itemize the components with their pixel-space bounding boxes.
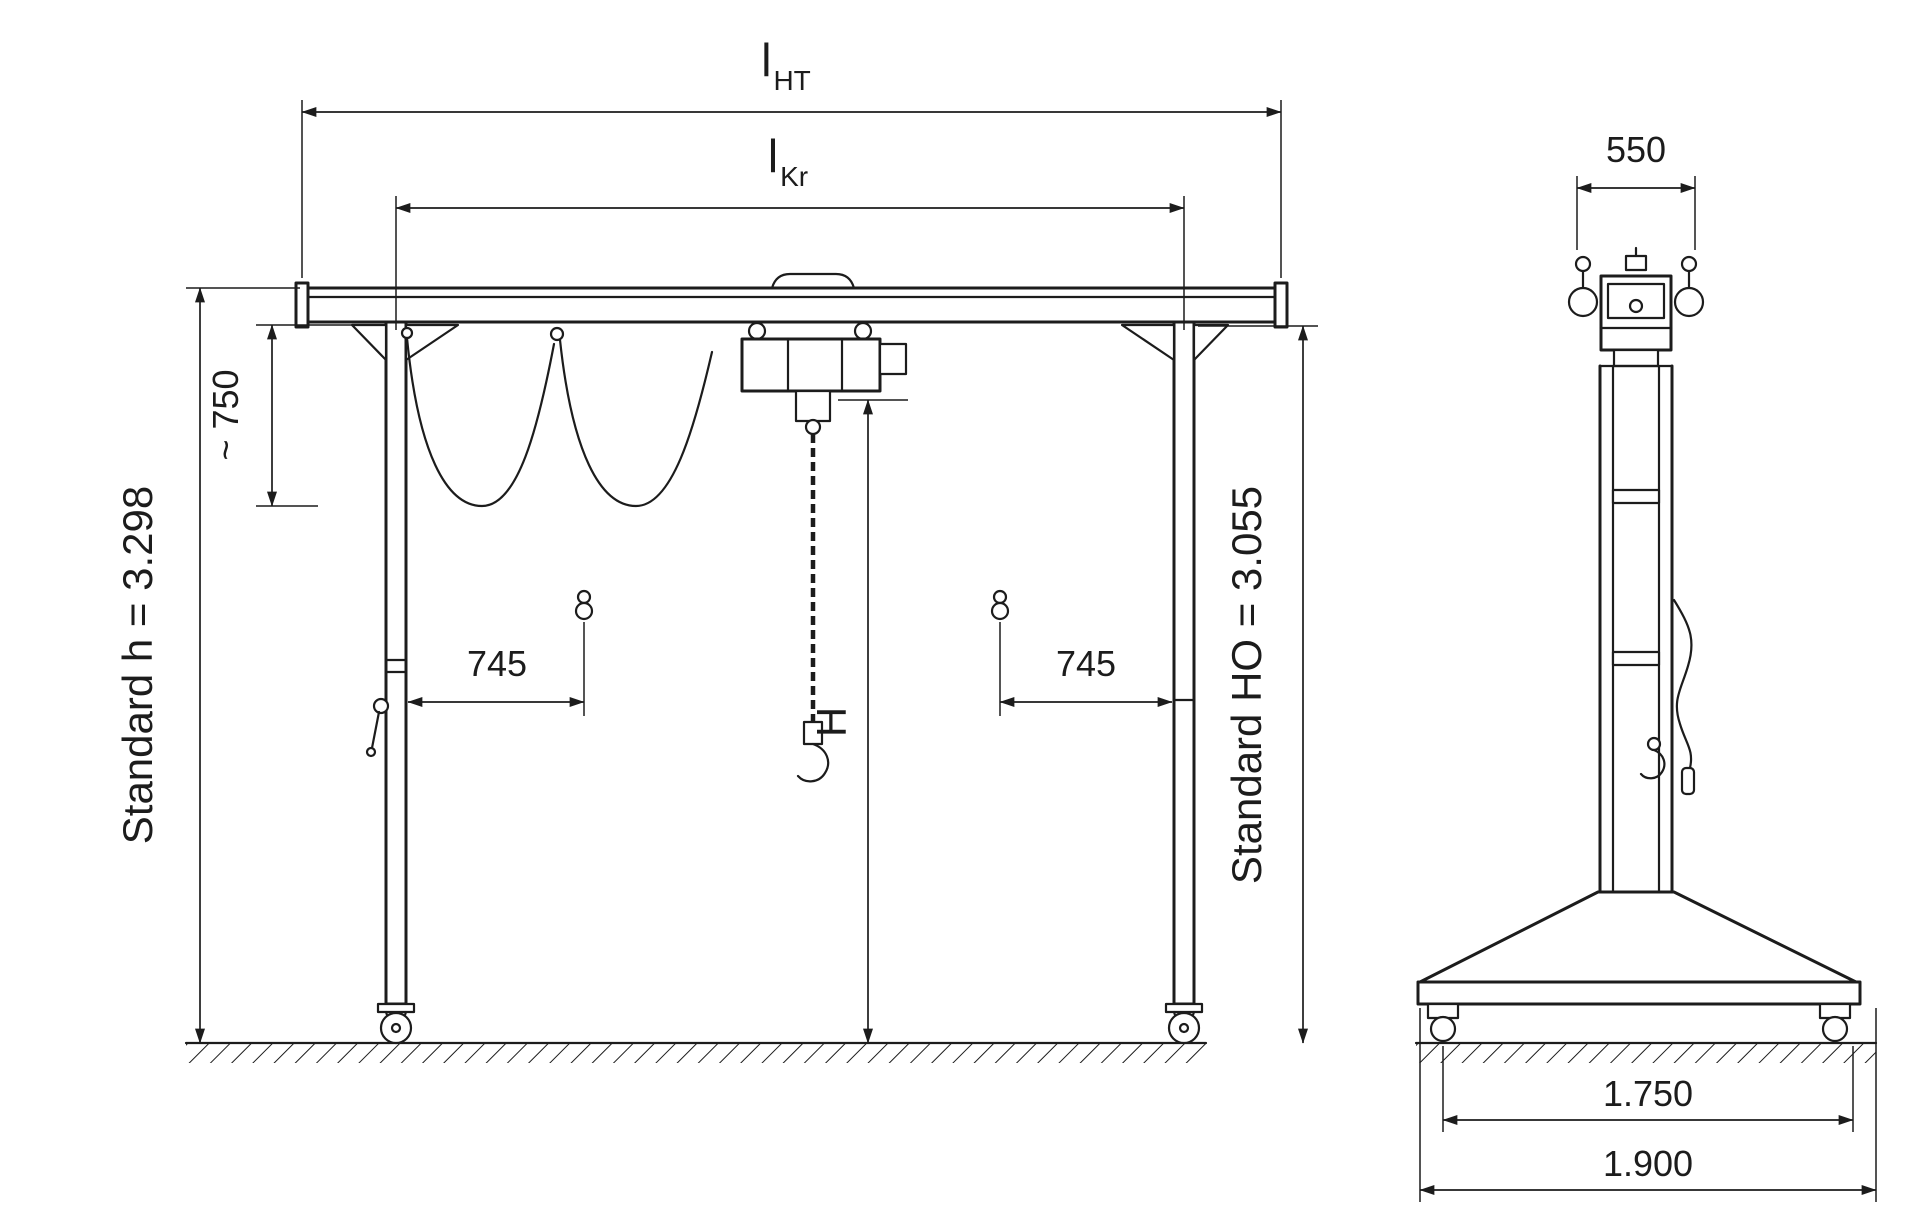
dim-550: 550 [1576, 129, 1696, 250]
girder-cross-section [1612, 348, 1660, 368]
front-view [184, 272, 1289, 1063]
adjustment-winch [372, 697, 390, 715]
trolley-end-view [1567, 246, 1705, 368]
pendant-control [1680, 766, 1696, 796]
trolley-wheel [853, 321, 873, 341]
base-gusset [1418, 890, 1858, 984]
cross-brace [1611, 488, 1661, 505]
buffer-cap [1574, 255, 1592, 273]
chain-box [794, 389, 832, 423]
castor-wheel [379, 1011, 413, 1045]
dim-lkr-label: lKr [768, 130, 808, 192]
hoist-trolley [740, 321, 908, 783]
eyebolt-right [990, 589, 1010, 621]
lifting-lug [770, 272, 856, 290]
dim-lht: lHT [301, 34, 1282, 278]
ground-side [1414, 1041, 1878, 1063]
foot-plate [376, 1002, 416, 1014]
foot-plate [1164, 1002, 1204, 1014]
dim-standard-h-label: Standard h = 3.298 [114, 486, 161, 844]
dim-1900: 1.900 [1419, 1008, 1877, 1202]
dim-745-right-label: 745 [1056, 643, 1116, 684]
base-assembly [1416, 890, 1862, 1043]
buffer-cap [1680, 255, 1698, 273]
festoon-cable [400, 326, 714, 508]
dim-standard-h: Standard h = 3.298 [114, 287, 300, 1044]
dim-festoon-drop-label: ~ 750 [205, 369, 246, 460]
base-beam [1416, 980, 1862, 1006]
gusset [350, 323, 388, 362]
castor-wheel [1429, 1015, 1457, 1043]
front-view-dimensions: lHT lKr ~ 750 Standard h = 3.298 Standar… [114, 34, 1318, 1044]
side-view-dimensions: 550 1.750 1.900 [1419, 129, 1877, 1202]
dim-550-label: 550 [1606, 129, 1666, 170]
pendant-and-hook [1639, 598, 1696, 796]
dim-745-right: 745 [999, 622, 1173, 716]
dim-745-left: 745 [407, 622, 585, 716]
cross-brace [1611, 650, 1661, 667]
right-leg [1120, 320, 1230, 1045]
eyebolt-left [574, 589, 594, 621]
gusset [1192, 323, 1230, 362]
left-leg [350, 320, 460, 1045]
gusset [1120, 323, 1176, 362]
trolley-wheel [1567, 286, 1599, 318]
castor-wheel [1167, 1011, 1201, 1045]
gusset [404, 323, 460, 362]
dim-standard-ho: Standard HO = 3.055 [1198, 325, 1318, 1044]
dim-1750-label: 1.750 [1603, 1073, 1693, 1114]
dim-lkr: lKr [395, 130, 1185, 330]
dim-standard-ho-label: Standard HO = 3.055 [1223, 486, 1270, 884]
dim-hook-height: H [808, 399, 908, 1044]
dim-745-left-label: 745 [467, 643, 527, 684]
hoist-body [740, 337, 882, 393]
dim-festoon-drop: ~ 750 [205, 324, 382, 507]
dim-1750: 1.750 [1442, 1046, 1854, 1132]
ground-front [184, 1041, 1208, 1063]
crane-girder [294, 272, 1289, 329]
stored-hook [1639, 748, 1666, 780]
hoist-motor [878, 342, 908, 376]
pendant-cable [1672, 598, 1693, 770]
dim-1900-label: 1.900 [1603, 1143, 1693, 1184]
dim-hook-height-label: H [808, 707, 855, 737]
castor-wheel [1821, 1015, 1849, 1043]
trolley-wheel [1673, 286, 1705, 318]
trolley-wheel [747, 321, 767, 341]
dim-lht-label: lHT [761, 34, 811, 96]
load-hook [796, 742, 830, 783]
side-view [1414, 246, 1878, 1063]
mast-column [1598, 364, 1674, 898]
